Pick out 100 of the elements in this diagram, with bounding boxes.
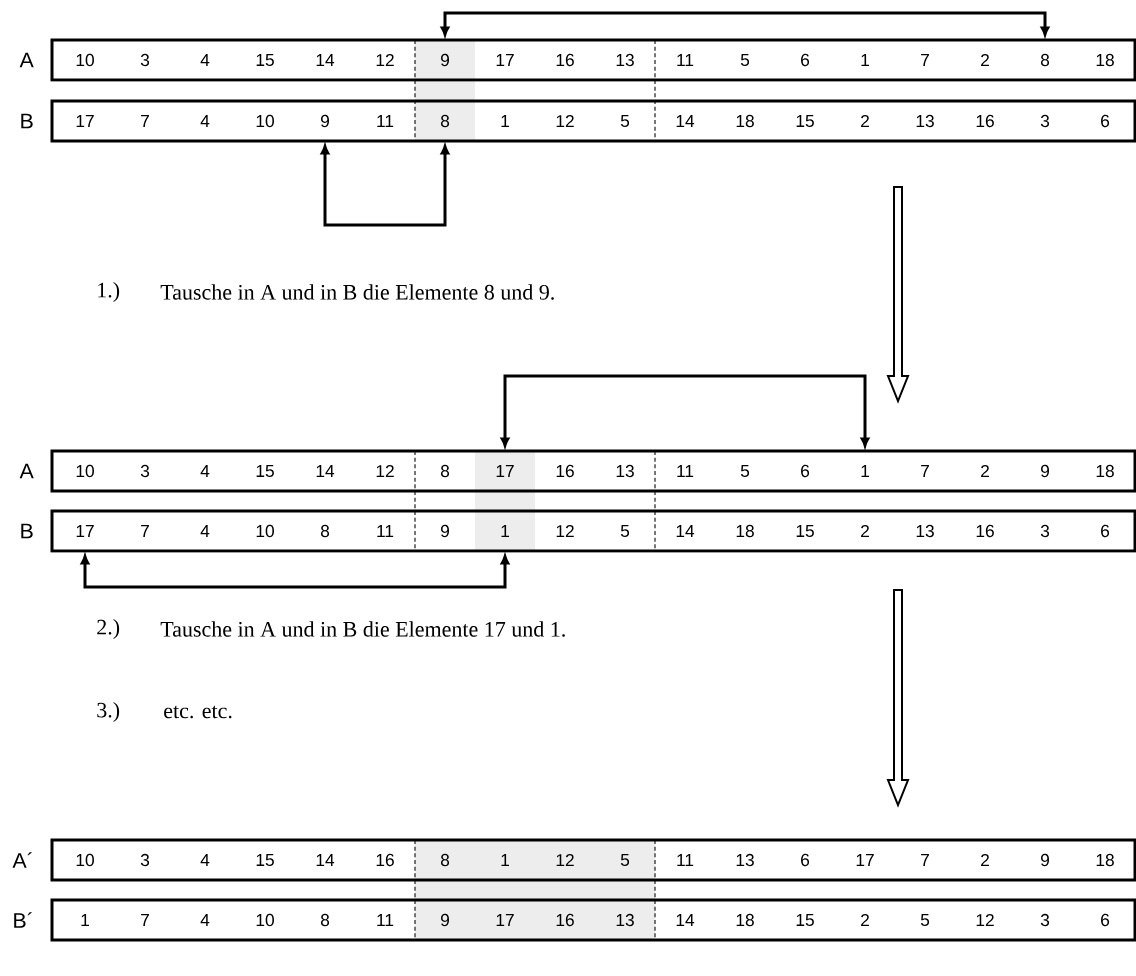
element-number: 9: [441, 524, 449, 538]
element-number: 9: [1041, 464, 1049, 478]
element-number: 3: [140, 464, 150, 478]
element-number: 18: [1096, 53, 1114, 67]
element-number: 16: [376, 853, 394, 867]
element-number: 11: [677, 854, 694, 866]
element-number: 7: [921, 465, 929, 477]
element-number: 1: [861, 465, 869, 477]
element-number: 14: [676, 525, 695, 537]
element-number: 7: [141, 525, 149, 537]
element-number: 18: [736, 524, 754, 538]
element-number: 12: [556, 114, 574, 128]
element-number: 12: [976, 913, 994, 927]
step-number: 3.): [97, 702, 120, 722]
element-number: 9: [1041, 853, 1049, 867]
instruction-text: Tausche in A und in B die Elemente 17 und 1.: [160, 621, 565, 637]
element-number: 1: [81, 914, 89, 926]
element-number: 15: [256, 853, 274, 867]
element-number: 1: [501, 854, 509, 866]
element-number: 8: [1040, 53, 1050, 67]
element-number: 5: [740, 464, 750, 478]
node-label: B: [21, 523, 33, 539]
element-number: 16: [976, 524, 994, 538]
element-number: 7: [141, 115, 149, 127]
element-number: 15: [796, 913, 814, 927]
node-label: A´: [12, 852, 32, 868]
node-label: A: [19, 463, 34, 479]
element-number: 8: [320, 524, 330, 538]
element-number: 6: [801, 53, 810, 67]
element-number: 4: [200, 465, 210, 477]
node-label: A: [19, 52, 34, 68]
element-number: 10: [76, 53, 94, 67]
element-number: 16: [556, 464, 574, 478]
element-number: 5: [920, 913, 930, 927]
step-number: 2.): [97, 619, 120, 639]
element-number: 1: [501, 525, 509, 537]
element-number: 10: [76, 853, 94, 867]
element-number: 11: [677, 465, 694, 477]
element-number: 8: [440, 853, 450, 867]
element-number: 13: [616, 464, 634, 478]
element-number: 1: [861, 54, 869, 66]
element-number: 3: [1040, 524, 1050, 538]
element-number: 11: [677, 54, 694, 66]
element-number: 1: [501, 115, 509, 127]
element-number: 9: [441, 53, 449, 67]
element-number: 2: [861, 524, 869, 538]
element-number: 4: [200, 115, 210, 127]
element-number: 14: [676, 914, 695, 926]
element-number: 7: [921, 54, 929, 66]
element-number: 4: [200, 54, 210, 66]
element-number: 10: [256, 114, 274, 128]
element-number: 17: [496, 54, 514, 66]
element-number: 6: [801, 464, 810, 478]
element-number: 11: [377, 914, 394, 926]
element-number: 2: [861, 913, 869, 927]
element-number: 12: [376, 464, 394, 478]
node-label: B: [21, 113, 33, 129]
element-number: 16: [976, 114, 994, 128]
element-number: 18: [736, 913, 754, 927]
swap-arrow: [440, 11, 1050, 36]
element-number: 10: [76, 464, 94, 478]
element-number: 7: [141, 914, 149, 926]
element-number: 18: [736, 114, 754, 128]
element-number: 15: [256, 53, 274, 67]
element-number: 5: [620, 853, 630, 867]
element-number: 6: [1101, 524, 1110, 538]
element-number: 17: [76, 525, 94, 537]
element-number: 12: [376, 53, 394, 67]
element-number: 2: [981, 464, 989, 478]
element-number: 9: [321, 114, 329, 128]
element-number: 13: [616, 53, 634, 67]
element-number: 17: [76, 115, 94, 127]
element-number: 13: [616, 913, 634, 927]
element-number: 2: [981, 853, 989, 867]
element-number: 6: [1101, 913, 1110, 927]
element-number: 13: [736, 853, 754, 867]
hollow-arrow: [886, 589, 910, 808]
element-number: 5: [620, 114, 630, 128]
element-number: 2: [981, 53, 989, 67]
element-number: 6: [1101, 114, 1110, 128]
element-number: 2: [861, 114, 869, 128]
element-number: 18: [1096, 853, 1114, 867]
element-number: 10: [256, 913, 274, 927]
element-number: 7: [921, 854, 929, 866]
element-number: 17: [496, 914, 514, 926]
element-number: 6: [801, 853, 810, 867]
element-number: 5: [740, 53, 750, 67]
element-number: 15: [796, 114, 814, 128]
element-number: 17: [856, 854, 874, 866]
element-number: 13: [916, 114, 934, 128]
instruction-text: etc. etc.: [164, 705, 232, 719]
swap-arrow: [320, 145, 450, 227]
element-number: 16: [556, 913, 574, 927]
element-number: 17: [496, 465, 514, 477]
element-number: 11: [377, 115, 394, 127]
element-number: 5: [620, 524, 630, 538]
instruction-text: Tausche in A und in B die Elemente 8 und 9.: [160, 284, 554, 300]
element-number: 10: [256, 524, 274, 538]
step-number: 1.): [98, 282, 120, 302]
element-number: 15: [256, 464, 274, 478]
